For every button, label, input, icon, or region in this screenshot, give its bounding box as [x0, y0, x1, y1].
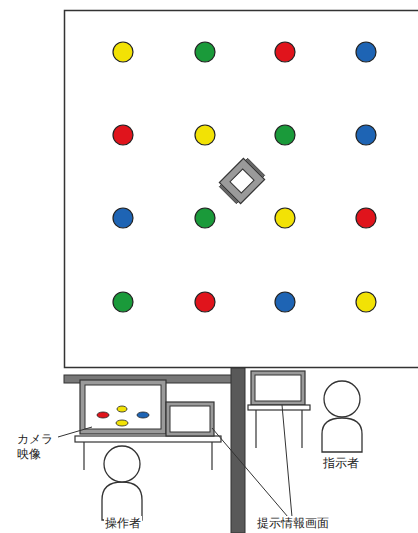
field-board: [65, 11, 418, 368]
camera-monitor: [80, 380, 166, 434]
camera-label: カメラ 映像: [16, 432, 58, 462]
partition-wall: [231, 368, 245, 533]
screen-label: 提示情報画面: [256, 516, 330, 531]
role-label: 指示者: [322, 456, 360, 471]
info-monitor: [251, 371, 305, 405]
color-dots: [113, 42, 376, 312]
robot: [217, 156, 266, 205]
leader-lines: [58, 405, 292, 517]
operator-desk: [75, 436, 221, 442]
info-monitor: [166, 402, 214, 436]
operator-figure: [102, 446, 142, 520]
instructor-desk: [248, 405, 310, 410]
instructor-figure: [322, 381, 362, 452]
role-label: 操作者: [104, 516, 142, 531]
